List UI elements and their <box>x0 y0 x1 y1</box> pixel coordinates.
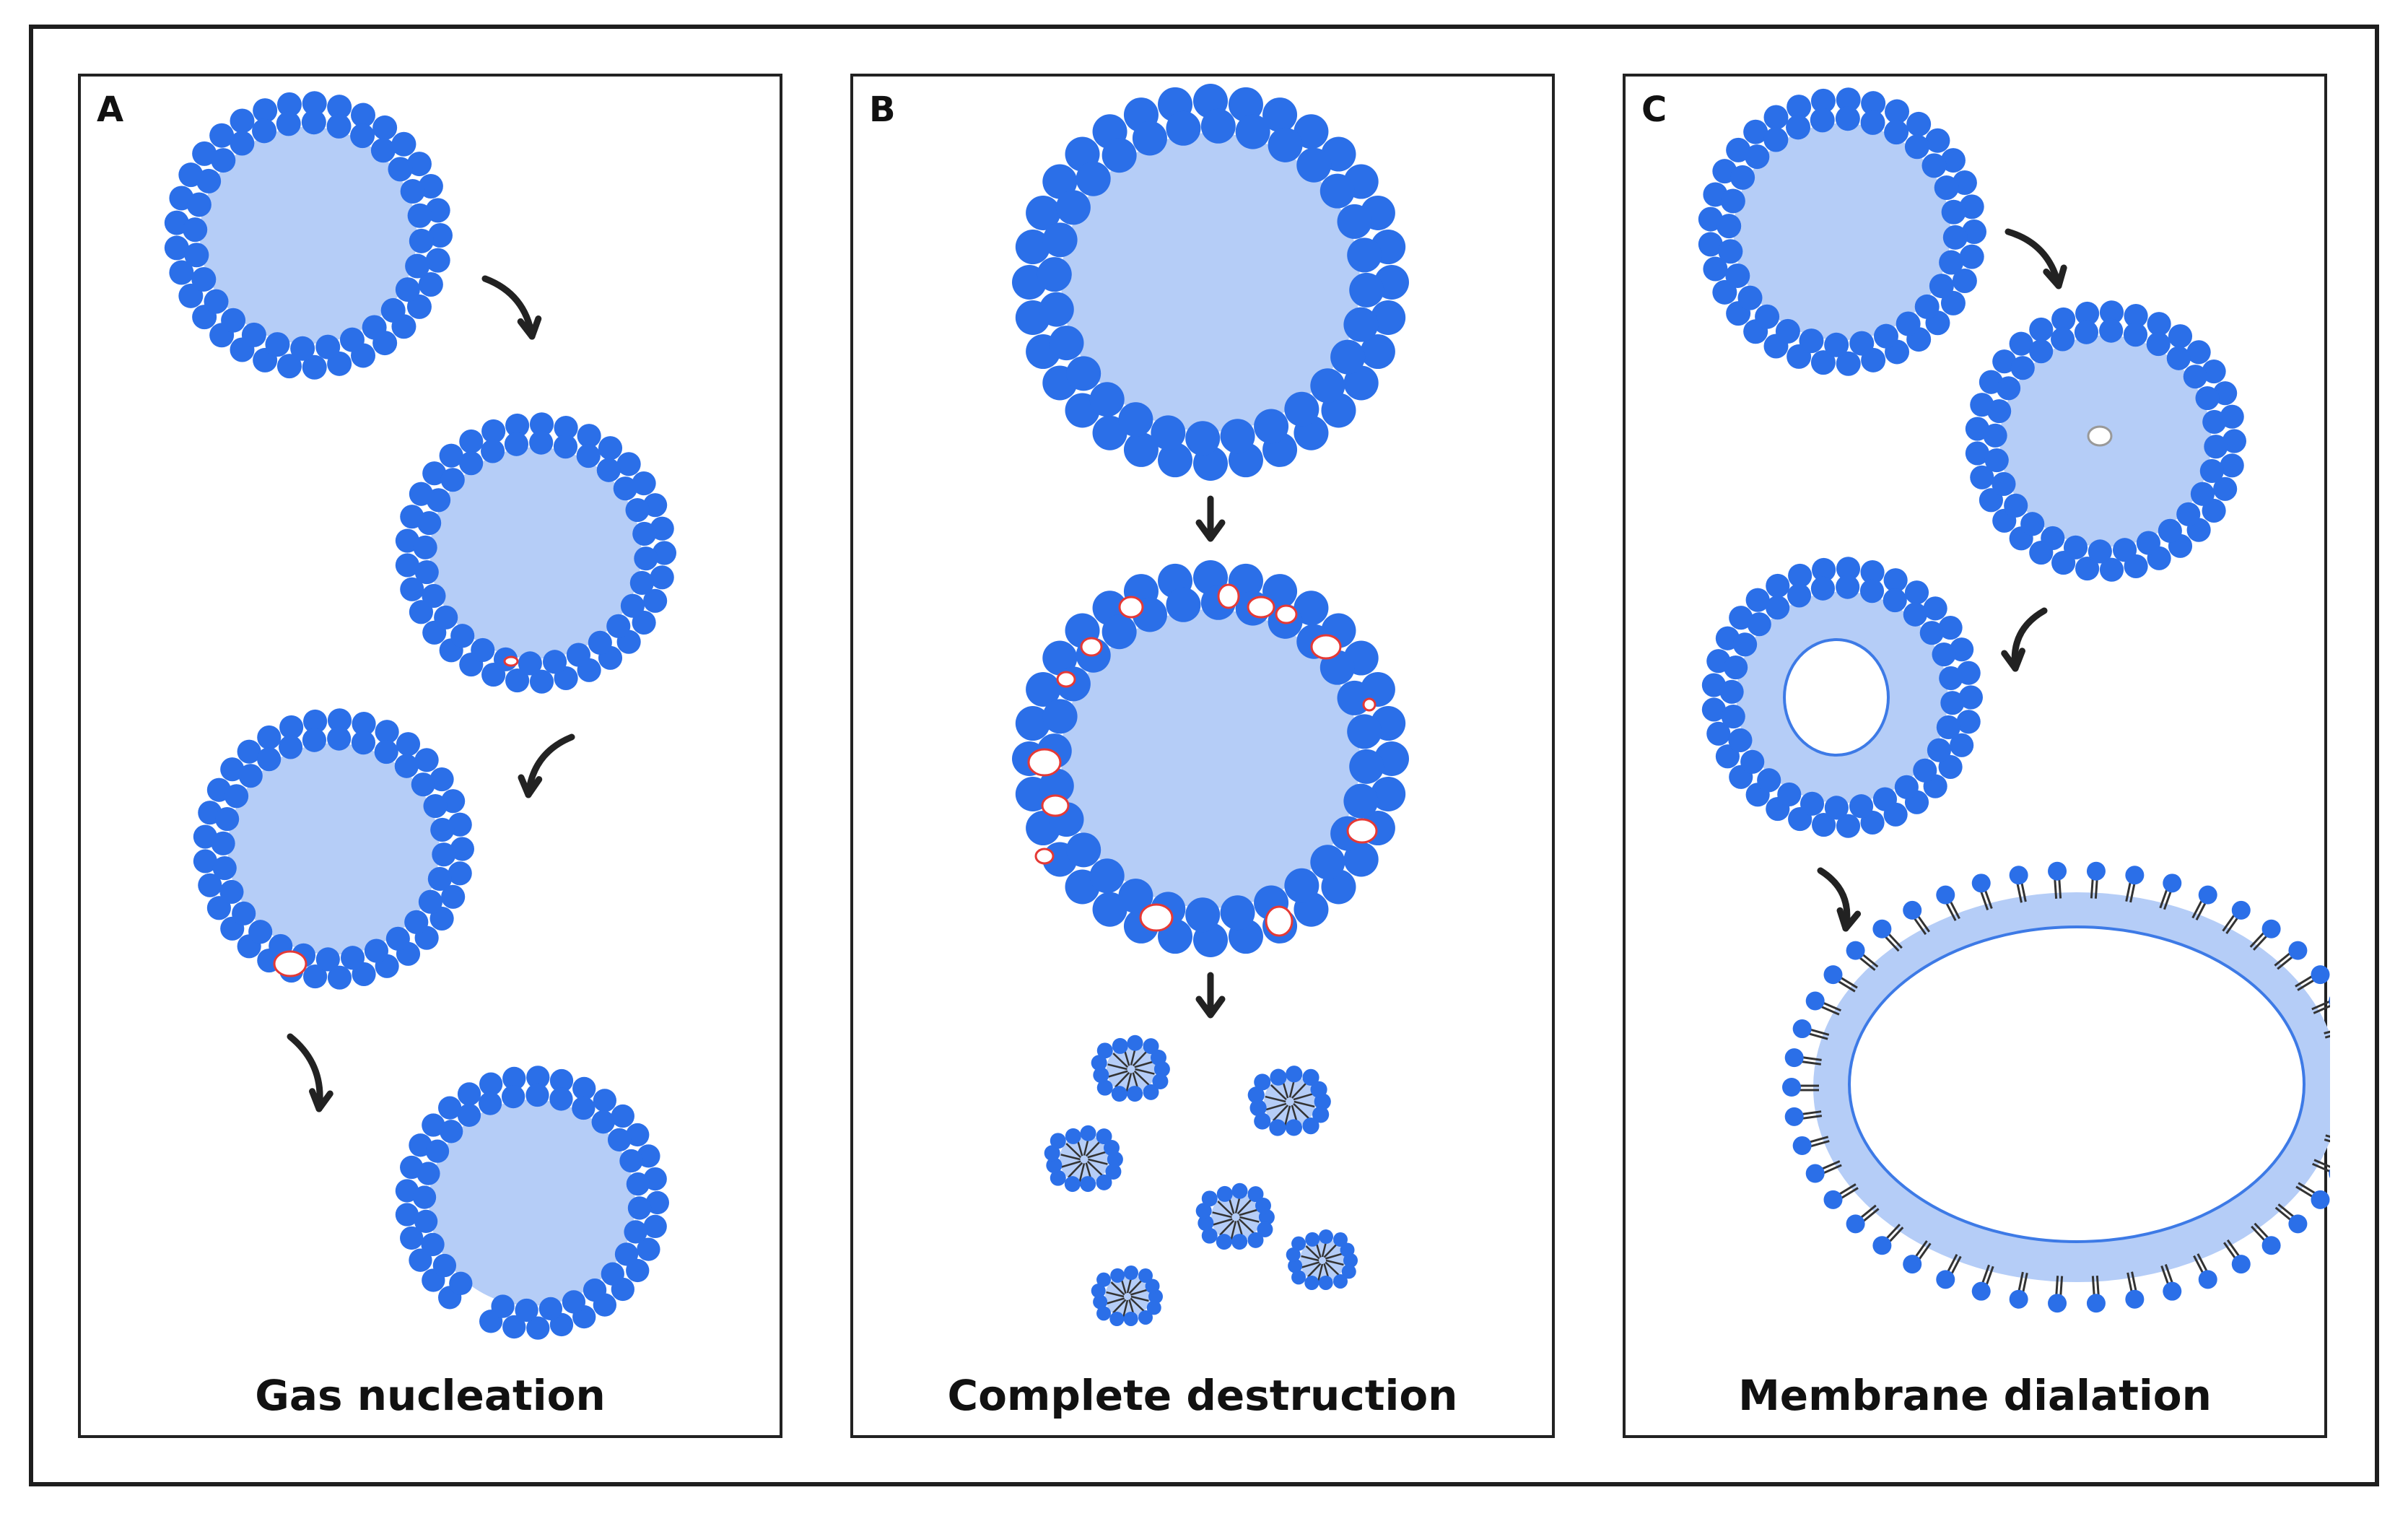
lipid-heads <box>1698 87 1986 376</box>
micelle-core <box>1264 1076 1316 1128</box>
aqueous-core <box>227 743 440 955</box>
curved-arrow <box>1817 867 1862 932</box>
lipid-heads <box>395 412 676 694</box>
panel-a-diagram <box>164 91 676 1340</box>
aqueous-core <box>1061 133 1360 432</box>
micelle <box>1044 1125 1123 1193</box>
gas-bubble <box>1217 583 1240 609</box>
panel-b-letter: B <box>869 90 896 130</box>
micelle-core <box>1106 1044 1156 1094</box>
gas-bubble <box>1139 903 1174 932</box>
dilated-liposome <box>1782 861 2330 1313</box>
liposome-4 <box>395 1066 669 1340</box>
panel-c-caption: Membrane dialation <box>1738 1371 2212 1420</box>
gas-bubble <box>503 655 519 667</box>
panel-b-caption: Complete destruction <box>947 1371 1458 1420</box>
curved-arrow <box>518 733 575 798</box>
micelle-core <box>1105 1274 1150 1319</box>
liposome-3 <box>193 708 474 990</box>
liposome-1 <box>1698 87 1986 376</box>
aqueous-core <box>1061 609 1360 908</box>
curved-arrow <box>2005 228 2067 289</box>
curved-arrow <box>287 1033 333 1112</box>
panel-c-diagram <box>1698 87 2330 1313</box>
panel-b: B Complete destruction <box>850 74 1555 1438</box>
micelle-core <box>1300 1238 1345 1283</box>
panel-a-letter: A <box>97 90 124 130</box>
panel-c: C Membrane dialation <box>1623 74 2330 1438</box>
aqueous-core <box>1733 123 1951 341</box>
gas-bubble <box>1056 671 1076 688</box>
micelle <box>1195 1182 1275 1250</box>
micelle <box>1091 1265 1163 1327</box>
micelle-core <box>1210 1192 1261 1242</box>
gas-bubble <box>1310 634 1342 660</box>
gas-core <box>1848 925 2306 1243</box>
micelle <box>1247 1066 1331 1136</box>
gas-bubble <box>1080 637 1103 657</box>
down-arrow <box>1195 495 1226 542</box>
gas-bubble <box>1041 794 1070 817</box>
gas-bubble <box>273 950 307 977</box>
panel-c-letter: C <box>1641 90 1667 130</box>
aqueous-core <box>429 1099 635 1306</box>
lipid-heads <box>164 91 453 380</box>
gas-bubble <box>1034 848 1055 865</box>
aqueous-core <box>199 126 417 344</box>
liposome-1 <box>164 91 453 380</box>
gas-bubble <box>1362 697 1377 712</box>
liposome-2 <box>1965 300 2246 582</box>
lipid-heads <box>1965 300 2246 582</box>
liposome-2 <box>1012 560 1409 957</box>
gas-bubble <box>1265 905 1294 937</box>
lipid-heads <box>1012 84 1409 481</box>
curved-arrow <box>481 275 542 340</box>
gas-bubble <box>1118 596 1144 619</box>
liposome-1 <box>1012 84 1409 481</box>
gas-bubble <box>1346 818 1378 844</box>
lipid-heads <box>1701 557 1983 838</box>
micelle-core <box>1059 1134 1109 1185</box>
gas-bubble <box>1275 604 1298 624</box>
micelle <box>1091 1034 1170 1102</box>
lipid-heads <box>395 1066 669 1340</box>
liposome-2 <box>395 412 676 694</box>
gas-bubble <box>1247 596 1275 619</box>
gas-bubble <box>2087 425 2113 447</box>
curved-arrow <box>2001 607 2048 672</box>
panel-a-caption: Gas nucleation <box>255 1371 606 1420</box>
micelle <box>1286 1229 1358 1291</box>
panel-a: A Gas nucleation <box>78 74 782 1438</box>
aqueous-core <box>429 447 642 659</box>
figure-frame <box>29 25 2379 1486</box>
down-arrow <box>1195 972 1226 1019</box>
gas-bubble <box>1027 748 1062 777</box>
gas-core <box>1783 638 1890 757</box>
panel-b-diagram <box>1012 84 1409 1327</box>
